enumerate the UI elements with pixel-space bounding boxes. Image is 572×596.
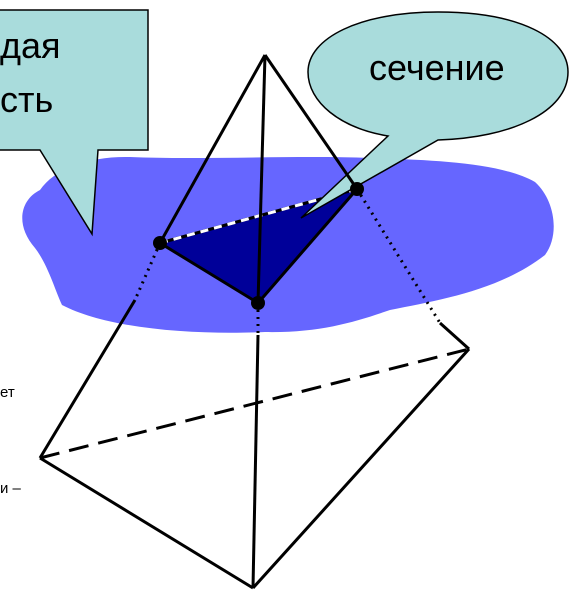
- pyramid-base-edge-front-right: [251, 347, 471, 590]
- pyramid-edge-apex-front-upper: [256, 54, 267, 304]
- pyramid-edge-right-dotted: [355, 188, 442, 324]
- pyramid-edge-right-lower: [438, 321, 471, 351]
- left-callout-bubble: [0, 9, 149, 237]
- section-point-right: [350, 182, 364, 196]
- right-callout-bubble: [300, 11, 569, 219]
- side-text-line2: и –: [0, 480, 22, 497]
- pyramid-base-hidden-edge: [39, 347, 470, 460]
- left-callout-text-line1: дая: [0, 25, 61, 66]
- right-callout-text: сечение: [369, 47, 505, 88]
- section-point-front: [251, 296, 265, 310]
- left-callout-text-line2: сть: [0, 79, 53, 120]
- pyramid-base-edge-left-front: [39, 456, 254, 590]
- pyramid-edge-front-lower: [251, 334, 260, 589]
- section-point-left: [153, 236, 167, 250]
- pyramid-edge-apex-left-upper: [158, 54, 267, 244]
- pyramid-edge-left-lower: [38, 299, 137, 459]
- pyramid-edge-apex-right-upper: [263, 54, 359, 190]
- side-text-line1: ет: [0, 384, 15, 401]
